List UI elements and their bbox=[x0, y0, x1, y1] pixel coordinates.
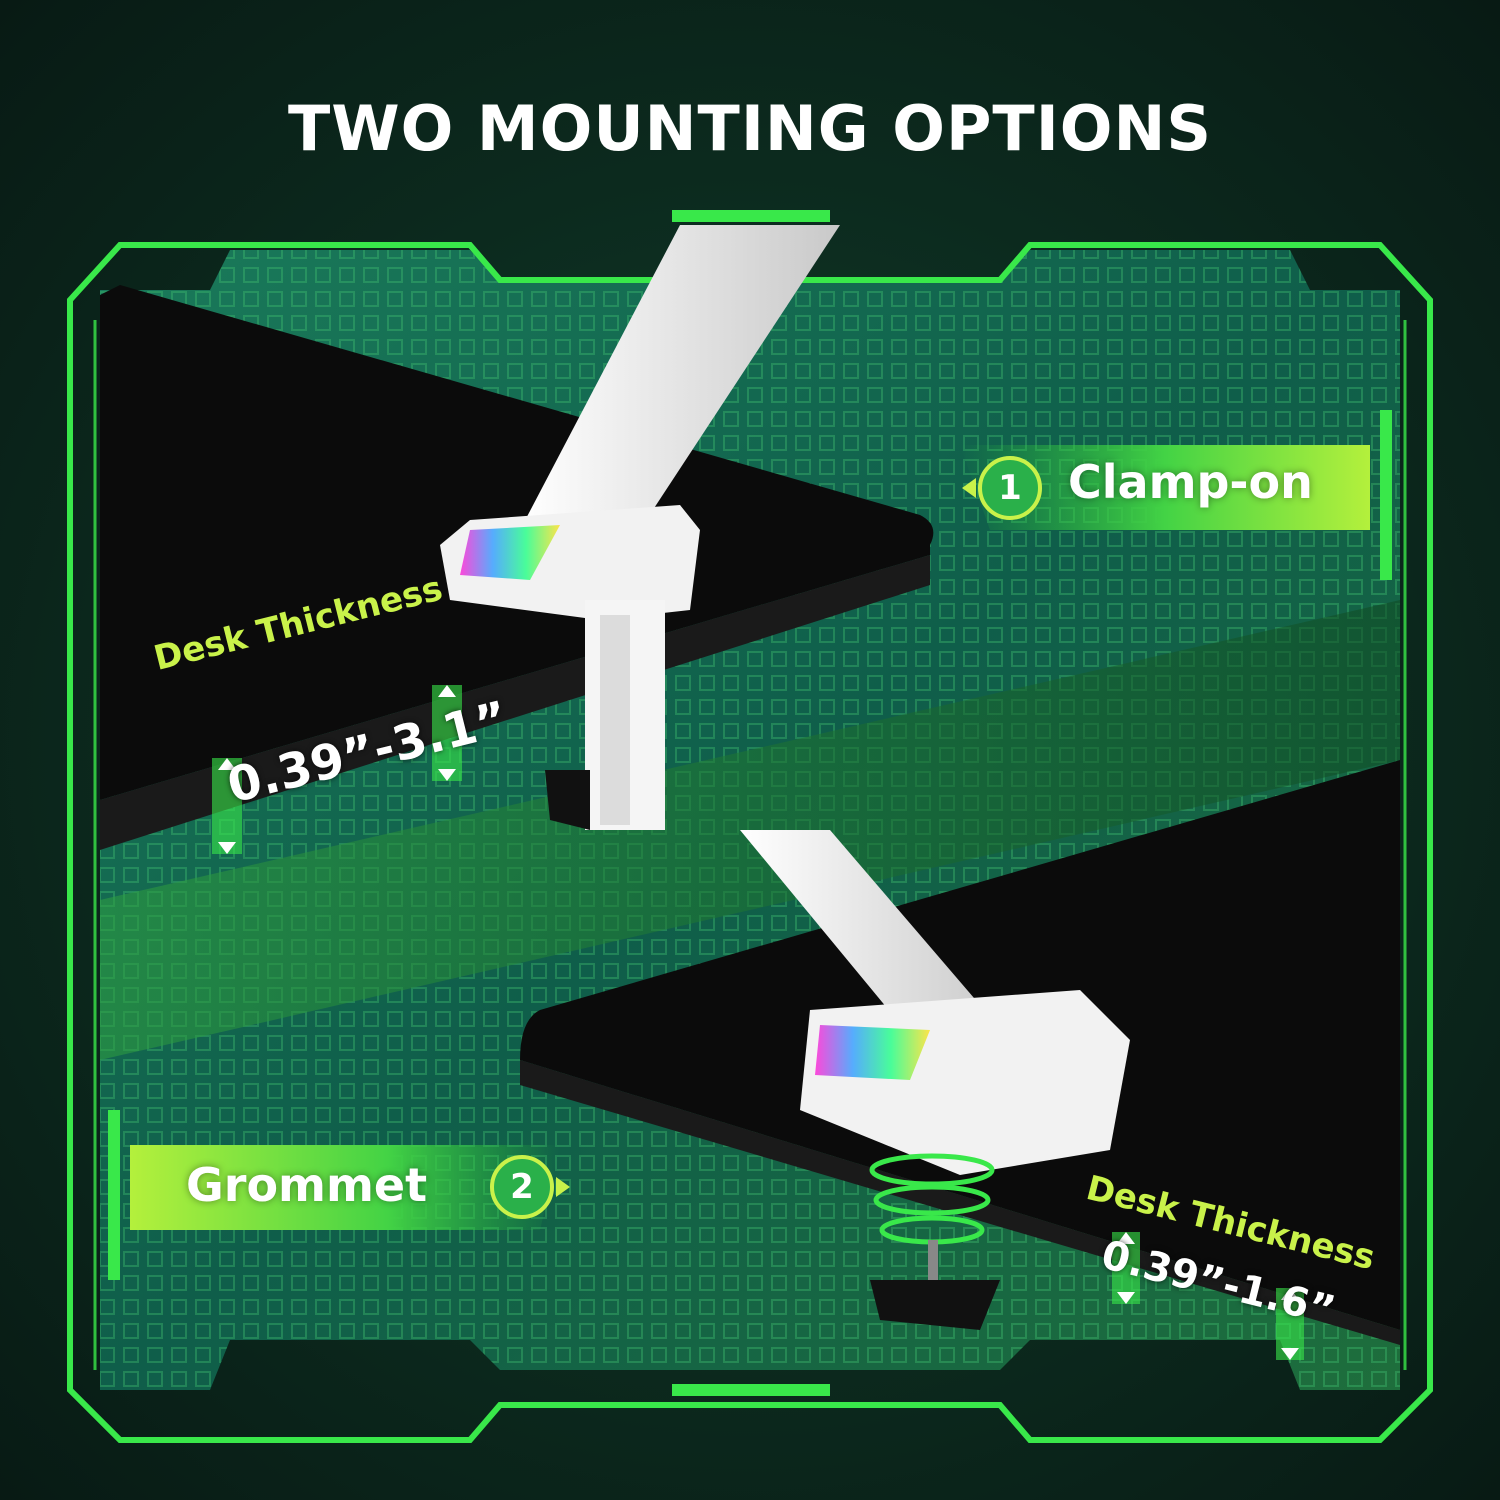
frame-tab-bottom bbox=[672, 1384, 830, 1396]
option-2-number: 2 bbox=[510, 1167, 534, 1207]
thickness-arrows-2 bbox=[1112, 1232, 1304, 1360]
page-title: TWO MOUNTING OPTIONS bbox=[287, 92, 1213, 165]
option-2-pill bbox=[130, 1145, 570, 1230]
option-1-label: Clamp-on bbox=[1068, 455, 1313, 509]
option-1-pill bbox=[960, 445, 1370, 530]
monitor-arm-clamp bbox=[440, 225, 840, 830]
thickness-arrows-1 bbox=[212, 685, 462, 854]
frame bbox=[67, 242, 1433, 1443]
frame-tab-top bbox=[672, 210, 830, 222]
option-2-label: Grommet bbox=[186, 1158, 428, 1212]
frame-tab-left bbox=[108, 1110, 120, 1280]
option-1-number: 1 bbox=[998, 468, 1022, 508]
monitor-arm-grommet bbox=[740, 830, 1130, 1330]
frame-tab-right bbox=[1380, 410, 1392, 580]
